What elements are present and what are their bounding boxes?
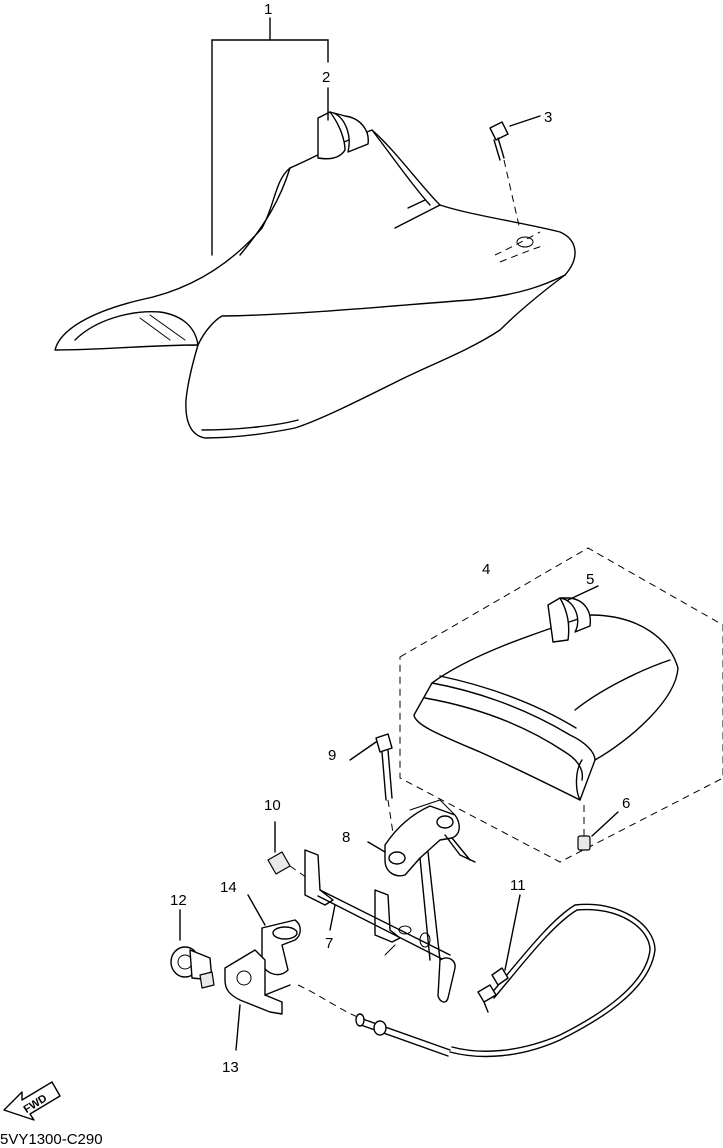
callout-14: 14 bbox=[220, 879, 237, 896]
callout-11: 11 bbox=[510, 877, 526, 894]
callout-1: 1 bbox=[264, 1, 272, 18]
callout-5: 5 bbox=[586, 571, 594, 588]
part-12-seat-key-lock[interactable] bbox=[170, 909, 215, 989]
callout-3: 3 bbox=[544, 109, 552, 126]
callout-7: 7 bbox=[325, 935, 333, 952]
callout-9: 9 bbox=[328, 747, 336, 764]
part-2-seat-band[interactable] bbox=[317, 111, 369, 160]
callout-4: 4 bbox=[482, 561, 490, 578]
part-10-collar[interactable] bbox=[267, 821, 311, 881]
part-7-lock-rod[interactable] bbox=[304, 849, 456, 1003]
callout-2: 2 bbox=[322, 69, 330, 86]
part-9-bracket-bolt[interactable] bbox=[349, 733, 395, 841]
part-1-main-seat[interactable] bbox=[54, 129, 576, 439]
callout-labels: 1 2 3 4 5 6 7 8 9 10 11 12 13 14 bbox=[170, 1, 630, 1076]
part-8-seat-hook-bracket[interactable] bbox=[367, 799, 476, 961]
diagram-code: 5VY1300-C290 bbox=[0, 1131, 103, 1148]
part-5-cowl-band[interactable] bbox=[547, 585, 599, 643]
part-11-seat-lock-cable[interactable] bbox=[297, 894, 656, 1058]
callout-10: 10 bbox=[264, 797, 281, 814]
leader-lines-top bbox=[211, 17, 541, 256]
callout-13: 13 bbox=[222, 1059, 239, 1076]
callout-12: 12 bbox=[170, 892, 187, 909]
part-3-seat-bolt[interactable] bbox=[489, 121, 521, 231]
part-6-cowl-nut[interactable] bbox=[577, 800, 619, 851]
part-13-lock-bracket[interactable] bbox=[224, 949, 291, 1051]
callout-8: 8 bbox=[342, 829, 350, 846]
callout-6: 6 bbox=[622, 795, 630, 812]
part-4-single-seat-cowl[interactable] bbox=[399, 547, 723, 863]
part-14-lock-lever[interactable] bbox=[247, 894, 301, 976]
fwd-arrow-icon: FWD bbox=[3, 1081, 61, 1121]
